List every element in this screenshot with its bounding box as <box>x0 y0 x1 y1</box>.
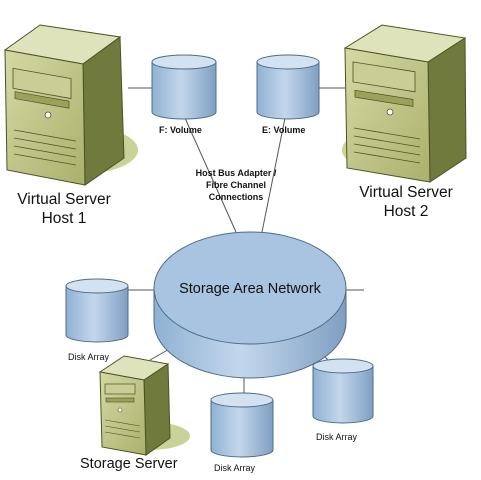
hba-label-line2: Fibre Channel <box>205 180 266 190</box>
disk-array-left-cylinder <box>65 278 129 343</box>
host2-label-line1: Virtual Server <box>359 184 453 201</box>
host2-label-line2: Host 2 <box>383 203 429 220</box>
storage-server-label: Storage Server <box>80 456 178 472</box>
host1-label: Virtual Server Host 1 <box>2 190 126 228</box>
hba-label-line3: Connections <box>208 192 264 202</box>
disk-array-left-label: Disk Array <box>68 352 110 362</box>
host1-label-line1: Virtual Server <box>17 191 111 208</box>
san-label: Storage Area Network <box>179 281 321 297</box>
disk-array-bottom-label: Disk Array <box>214 463 256 473</box>
disk-array-right-cylinder <box>312 358 374 424</box>
host2-label: Virtual Server Host 2 <box>344 183 468 221</box>
host1-label-line2: Host 1 <box>41 210 87 227</box>
e-volume-cylinder <box>256 54 320 120</box>
e-volume-label: E: Volume <box>262 125 306 135</box>
storage-server-icon <box>98 355 190 456</box>
f-volume-to-san-line <box>184 117 237 233</box>
host2-server-icon <box>342 24 467 183</box>
host1-server-icon <box>3 24 138 186</box>
san-disc <box>153 231 347 379</box>
disk-array-bottom-cylinder <box>210 392 274 458</box>
e-volume-to-san-line <box>261 117 286 233</box>
disk-array-right-label: Disk Array <box>316 432 358 442</box>
f-volume-label: F: Volume <box>159 125 202 135</box>
f-volume-cylinder <box>151 54 217 120</box>
hba-label-line1: Host Bus Adapter / <box>195 168 277 178</box>
hba-label: Host Bus Adapter / Fibre Channel Connect… <box>186 167 286 203</box>
